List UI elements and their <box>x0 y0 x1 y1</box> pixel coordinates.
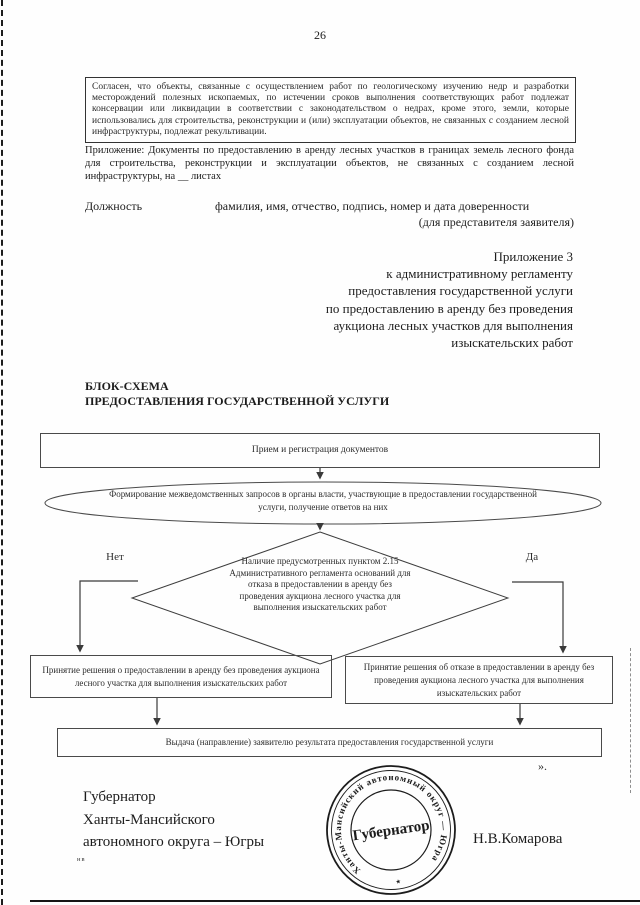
flowchart: Прием и регистрация документов Формирова… <box>0 425 640 775</box>
decision-label: Наличие предусмотренных пунктом 2.15 Адм… <box>229 556 411 612</box>
flowchart-title: БЛОК-СХЕМА ПРЕДОСТАВЛЕНИЯ ГОСУДАРСТВЕННО… <box>85 379 565 408</box>
flowchart-title-line2: ПРЕДОСТАВЛЕНИЯ ГОСУДАРСТВЕННОЙ УСЛУГИ <box>85 393 390 408</box>
flowchart-connectors <box>44 467 602 726</box>
appendix-line: предоставления государственной услуги <box>348 283 573 299</box>
closing-quote: ». <box>538 759 547 773</box>
official-title-line: автономного округа – Югры <box>83 834 265 850</box>
branch-yes-label: Да <box>525 551 539 563</box>
appendix-line: по предоставлению в аренду без проведени… <box>325 300 573 316</box>
signer-name: Н.В.Комарова <box>473 831 563 847</box>
stamp-inner-ring <box>350 789 432 871</box>
step-issue-box: Выдача (направление) заявителю результат… <box>57 728 602 757</box>
branch-no-label: Нет <box>106 551 124 563</box>
position-label: Должность <box>85 199 143 213</box>
scan-artifact-line <box>630 648 631 793</box>
signer-details: фамилия, имя, отчество, подпись, номер и… <box>215 199 530 213</box>
appendix-line: Приложение 3 <box>493 249 573 264</box>
footer-initials: нв <box>77 856 86 863</box>
step-requests-label: Формирование межведомственных запросов в… <box>109 489 537 512</box>
arrow-branch-no <box>76 580 138 653</box>
appendix-line: изыскательских работ <box>451 335 573 351</box>
step-receive-box: Прием и регистрация документов <box>40 433 600 468</box>
step-refuse-box: Принятие решения об отказе в предоставле… <box>345 656 613 704</box>
stamp-outer-ring <box>326 765 456 895</box>
consent-paragraph-text: Согласен, что объекты, связанные с осуще… <box>92 82 569 137</box>
governor-stamp: Ханты-Мансийский автономный округ — Югра… <box>325 765 456 895</box>
stamp-middle-ring <box>331 770 451 890</box>
official-title-line: Ханты-Мансийского <box>83 811 215 828</box>
appendix-line: к административному регламенту <box>386 266 573 282</box>
stamp-center-text: Губернатор <box>352 818 431 845</box>
page-bottom-border <box>30 900 640 902</box>
stamp-ring-text: Ханты-Мансийский автономный округ — Югра <box>325 765 454 879</box>
appendix-heading: Приложение 3 к административному регламе… <box>173 248 573 351</box>
decision-diamond-shape <box>130 531 510 665</box>
arrow-branch-yes <box>512 581 567 654</box>
page-left-border <box>1 0 3 905</box>
stamp-star-icon: ★ <box>395 878 401 886</box>
signer-line: Должность фамилия, имя, отчество, подпис… <box>85 199 574 214</box>
official-title-line: Губернатор <box>83 789 156 805</box>
step-grant-box: Принятие решения о предоставлении в арен… <box>30 655 332 698</box>
official-title: Губернатор Ханты-Мансийского автономного… <box>83 786 264 854</box>
appendix-line: аукциона лесных участков для выполнения <box>333 317 573 333</box>
attachment-paragraph: Приложение: Документы по предоставлению … <box>85 145 574 183</box>
consent-paragraph-box: Согласен, что объекты, связанные с осуще… <box>85 77 576 144</box>
representative-note: (для представителя заявителя) <box>418 215 574 229</box>
svg-text:Ханты-Мансийский автономный ок: Ханты-Мансийский автономный округ — Югра <box>325 765 454 879</box>
page-number: 26 <box>314 28 326 42</box>
flowchart-title-line1: БЛОК-СХЕМА <box>85 379 169 393</box>
